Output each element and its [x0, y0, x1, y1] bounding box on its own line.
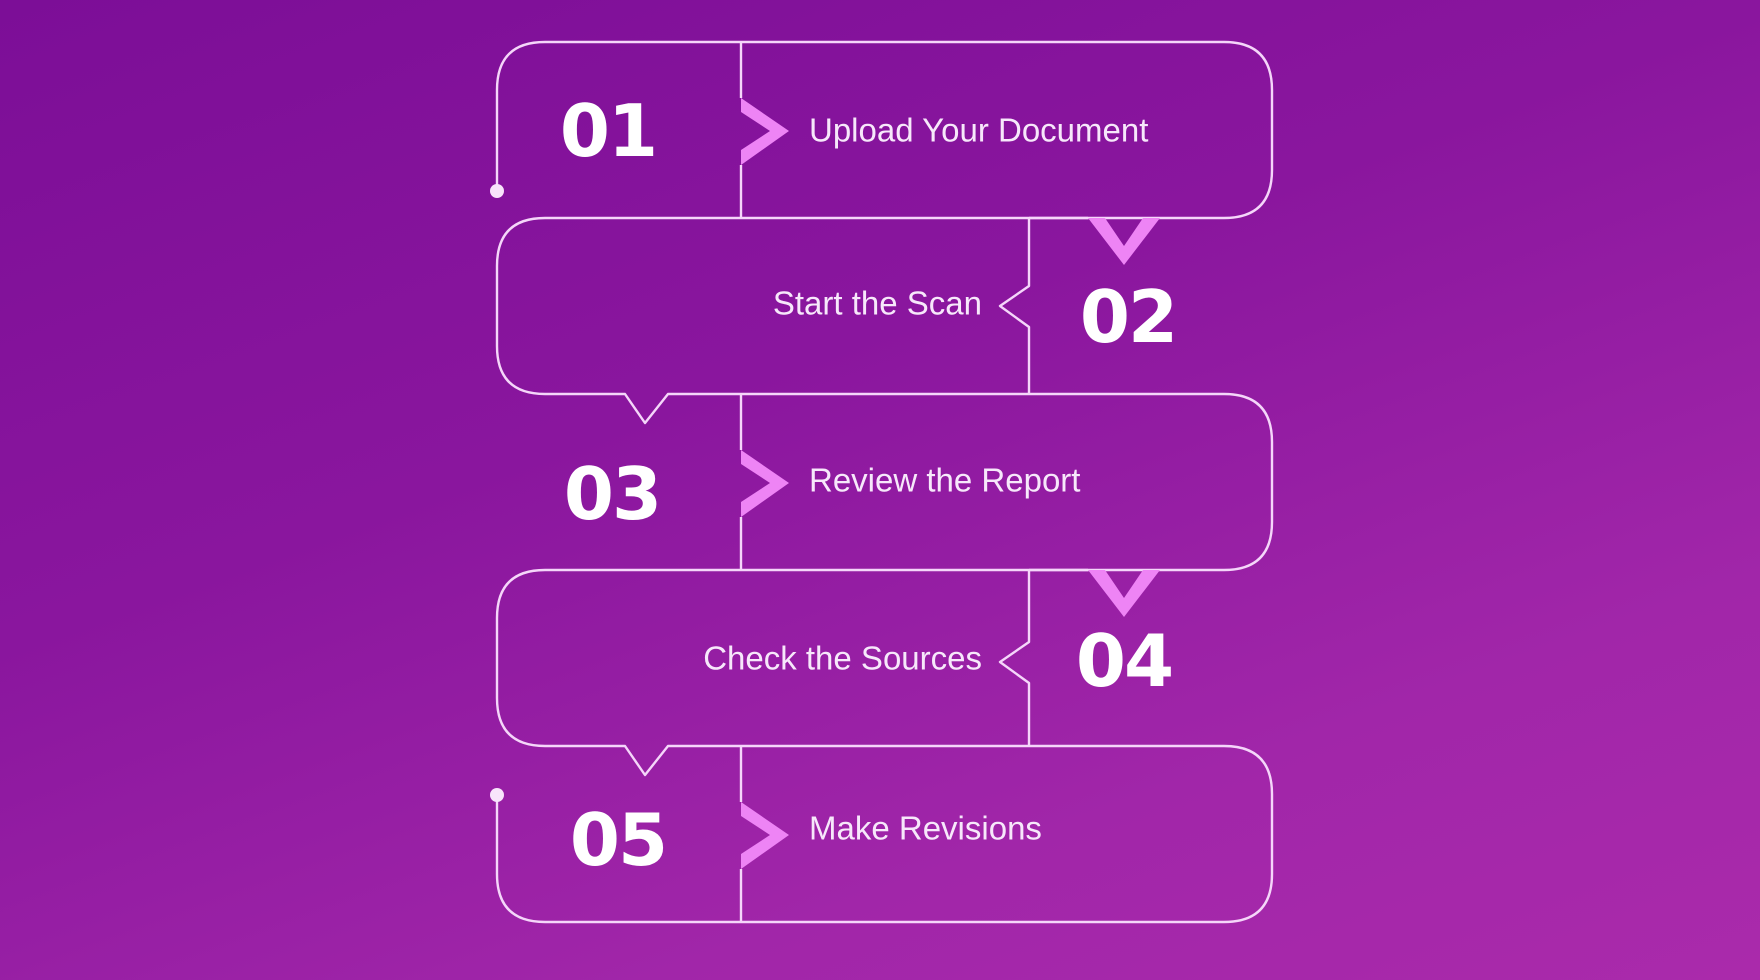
- step-01-outline: [495, 40, 1274, 220]
- step-label: Start the Scan: [772, 284, 982, 322]
- step-02-outline: [495, 216, 1274, 572]
- step-number: 05: [569, 798, 668, 882]
- step-label: Review the Report: [809, 461, 1081, 499]
- step-label: Check the Sources: [703, 639, 982, 677]
- step-number: 04: [1075, 619, 1174, 703]
- divider-04: [998, 570, 1031, 746]
- step-04-outline: [495, 568, 1274, 924]
- step-number: 02: [1079, 275, 1178, 359]
- chevron-down-icon: [1088, 570, 1160, 617]
- chevron-right-icon: [741, 802, 789, 869]
- step-number: 03: [563, 452, 662, 536]
- step-label: Make Revisions: [809, 809, 1042, 847]
- end-dot-icon: [490, 788, 504, 802]
- divider-02: [998, 218, 1031, 394]
- step-label: Upload Your Document: [809, 111, 1149, 149]
- step-number: 01: [559, 89, 658, 173]
- chevron-down-icon: [1088, 218, 1160, 265]
- chevron-right-icon: [741, 98, 789, 165]
- chevron-right-icon: [741, 450, 789, 517]
- start-dot-icon: [490, 184, 504, 198]
